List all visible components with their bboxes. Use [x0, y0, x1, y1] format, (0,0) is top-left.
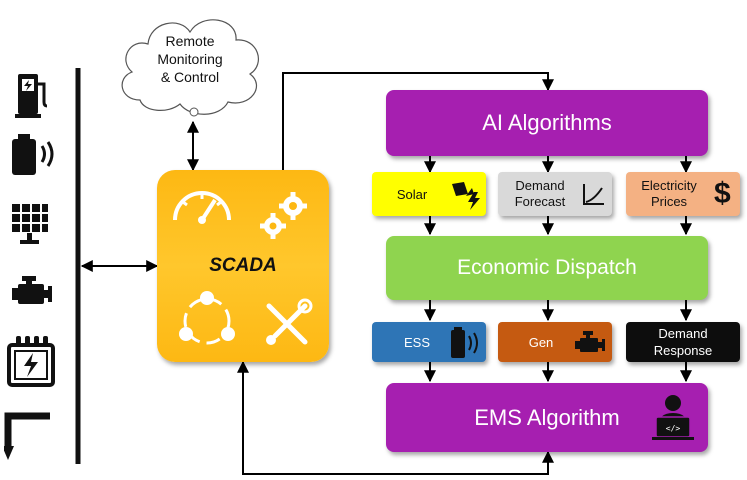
gauge-icon: [173, 191, 231, 224]
cloud-label: Remote Monitoring & Control: [157, 33, 223, 85]
demand-response-box: Demand Response: [626, 322, 740, 362]
svg-text:</>: </>: [666, 424, 681, 433]
cycle-icon: [179, 291, 235, 345]
ems-algorithm-label: EMS Algorithm: [474, 404, 620, 430]
engine-icon: [10, 272, 54, 317]
gen-box: Gen: [498, 322, 612, 362]
scada-ai-arrow: [282, 72, 554, 170]
gears-icon: [260, 192, 307, 239]
ess-battery-icon: [451, 327, 478, 358]
ems-scada-arrow: [237, 360, 554, 475]
electricity-prices-box: Electricity Prices $: [626, 172, 740, 216]
solar-weather-icon: [452, 182, 480, 210]
demand-response-label: Demand Response: [653, 326, 713, 358]
scada-box: SCADA: [157, 170, 329, 362]
solar-panel-icon: [10, 202, 50, 251]
dollar-icon: $: [714, 177, 731, 210]
scada-label: SCADA: [209, 255, 277, 276]
ems-algorithm-box: EMS Algorithm </>: [386, 383, 708, 452]
ai-algorithms-box: AI Algorithms: [386, 90, 708, 156]
demand-forecast-box: Demand Forecast: [498, 172, 612, 216]
trend-chart-icon: [583, 184, 604, 205]
electricity-prices-label: Electricity Prices: [641, 178, 697, 209]
ai-algorithms-label: AI Algorithms: [482, 110, 612, 135]
remote-monitoring-cloud: Remote Monitoring & Control: [110, 8, 270, 122]
ev-charger-icon: [14, 70, 50, 125]
economic-dispatch-box: Economic Dispatch: [386, 236, 708, 300]
solar-label: Solar: [396, 186, 428, 202]
battery-icon: [10, 132, 60, 183]
ess-label: ESS: [403, 334, 430, 350]
transformer-icon: [6, 334, 56, 397]
tools-icon: [266, 298, 313, 345]
demand-forecast-label: Demand Forecast: [514, 178, 566, 209]
gen-engine-icon: [575, 331, 605, 352]
load-arrow-icon: [2, 412, 54, 469]
ess-box: ESS: [372, 322, 486, 362]
gen-label: Gen: [528, 334, 554, 350]
economic-dispatch-label: Economic Dispatch: [457, 256, 637, 279]
solar-box: Solar: [372, 172, 486, 216]
programmer-icon: </>: [652, 395, 694, 440]
